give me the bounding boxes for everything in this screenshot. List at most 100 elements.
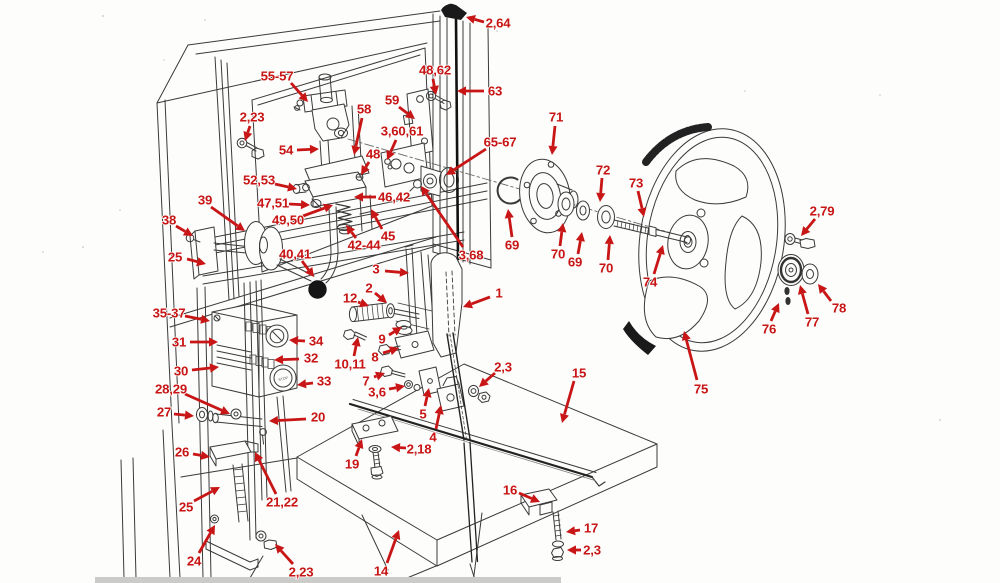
callout-33: 33 [297, 373, 332, 389]
callout-arrowhead-icon [254, 452, 264, 463]
callout-arrowhead-icon [184, 410, 194, 420]
callout-label: 2,23 [240, 110, 265, 125]
callout-label: 49,50 [272, 213, 304, 228]
callout-arrowhead-icon [235, 222, 245, 231]
callout-label: 17 [584, 521, 598, 536]
callout-arrow-shaft [474, 18, 485, 24]
callout-label: 26 [175, 445, 189, 460]
callout-arrow-shaft [507, 217, 514, 238]
callout-label: 65-67 [484, 135, 517, 150]
callout-arrowhead-icon [466, 15, 476, 24]
callout-label: 47,51 [257, 196, 289, 211]
callout-arrowhead-icon [275, 544, 285, 554]
callout-31: 31 [171, 334, 218, 350]
callout-arrowhead-icon [637, 207, 647, 217]
callout-label: 20 [311, 410, 325, 425]
callout-label: 21,22 [266, 495, 298, 510]
callout-arrow-shaft [277, 417, 307, 422]
callout-28-29: 28,29 [154, 381, 230, 415]
callout-17: 17 [566, 520, 599, 536]
callout-arrowhead-icon [269, 415, 279, 426]
callout-arrow-shaft [769, 310, 777, 322]
callout-label: 3,6 [368, 385, 386, 400]
callout-arrow-shaft [484, 371, 496, 383]
callout-arrowhead-icon [479, 377, 489, 387]
callout-arrowhead-icon [304, 267, 314, 277]
callout-label: 77 [805, 315, 819, 330]
callout-arrowhead-icon [421, 186, 430, 196]
callout-arrowhead-icon [567, 545, 576, 555]
callout-label: 74 [643, 275, 658, 290]
callout-label: 2,23 [289, 565, 314, 580]
callout-15: 15 [560, 365, 587, 423]
callout-arrow-shaft [350, 231, 358, 239]
callout-arrow-shaft [388, 386, 397, 391]
callout-73: 73 [628, 175, 647, 217]
callout-78: 78 [818, 284, 847, 316]
callout-label: 69 [505, 238, 519, 253]
callout-arrow-shaft [186, 257, 198, 264]
callout-24: 24 [186, 525, 215, 569]
callout-label: 48 [366, 147, 380, 162]
door-hinge-parts [236, 88, 459, 197]
callout-arrow-shaft [599, 177, 604, 194]
callout-arrow-shaft [173, 412, 186, 417]
callout-label: 76 [762, 322, 776, 337]
callout-arrow-shaft [192, 452, 202, 457]
callout-arrowhead-icon [274, 355, 284, 365]
callout-70: 70 [598, 235, 614, 276]
bearing-parts [777, 233, 819, 305]
trunnion-block [351, 415, 399, 480]
callout-arrowhead-icon [298, 92, 308, 102]
callout-arrow-shaft [452, 147, 487, 172]
callout-arrow-shaft [246, 125, 252, 133]
callout-21-22: 21,22 [254, 452, 299, 510]
callout-label: 1 [495, 286, 502, 301]
callout-70: 70 [550, 223, 567, 262]
callout-48: 48 [361, 146, 381, 175]
callout-arrowhead-icon [798, 285, 807, 295]
callout-arrow-shaft [282, 357, 300, 361]
callout-arrowhead-icon [422, 388, 432, 398]
callout-5: 5 [419, 388, 432, 422]
callout-label: 8 [371, 350, 378, 365]
callout-label: 27 [157, 405, 171, 420]
callout-label: 75 [694, 382, 708, 397]
callout-arrow-shaft [558, 231, 564, 247]
callout-arrow-shaft [822, 290, 833, 302]
callout-arrow-shaft [606, 243, 611, 261]
callout-arrow-shaft [296, 148, 311, 152]
callout-arrow-shaft [385, 538, 398, 564]
callout-arrow-shaft [574, 528, 581, 533]
callout-arrowhead-icon [771, 303, 780, 314]
callout-label: 33 [317, 374, 331, 389]
callout-45: 45 [371, 209, 396, 244]
callout-74: 74 [642, 245, 665, 290]
callout-arrowhead-icon [386, 149, 395, 160]
callout-76: 76 [761, 303, 780, 337]
callout-59: 59 [384, 92, 415, 119]
callout-arrowhead-icon [434, 405, 444, 415]
callout-arrow-shaft [374, 291, 381, 299]
callout-47-51: 47,51 [256, 195, 310, 211]
callout-arrowhead-icon [200, 314, 210, 324]
callout-arrow-shaft [423, 396, 429, 407]
callout-arrowhead-icon [375, 371, 385, 381]
callout-arrowhead-icon [504, 209, 514, 219]
callout-label: 2,3 [494, 360, 512, 375]
callout-arrow-shaft [636, 190, 644, 209]
callout-arrowhead-icon [359, 298, 369, 308]
table-clamp [520, 488, 564, 561]
callout-7: 7 [362, 371, 385, 389]
blade-cap-part-64 [441, 4, 467, 20]
callout-label: 3 [372, 262, 379, 277]
callout-arrowhead-icon [206, 525, 215, 536]
callout-2-64: 2,64 [466, 15, 512, 31]
callout-arrow-shaft [288, 202, 302, 206]
callout-arrowhead-icon [289, 336, 299, 346]
callout-arrowhead-icon [446, 166, 457, 175]
line-drawing: STOP [42, 3, 941, 583]
callout-label: 14 [374, 564, 389, 579]
